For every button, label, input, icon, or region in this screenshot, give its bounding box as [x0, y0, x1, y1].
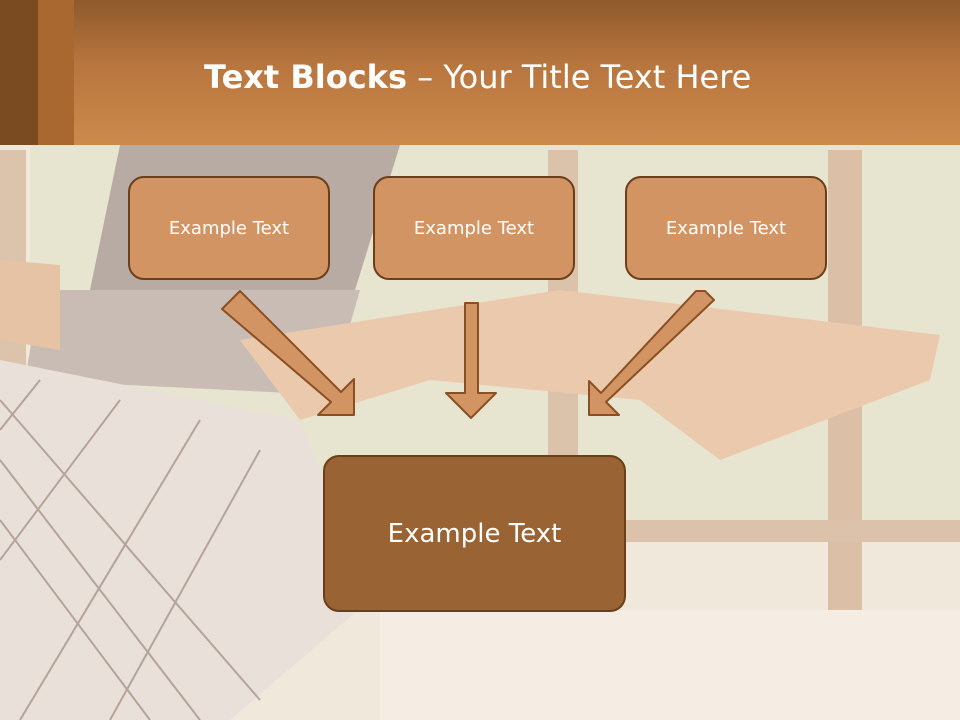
text-block-right[interactable]: Example Text: [625, 176, 827, 280]
slide-title-rest: – Your Title Text Here: [407, 58, 752, 96]
text-block-result[interactable]: Example Text: [323, 455, 626, 612]
text-block-left-label: Example Text: [168, 217, 290, 239]
text-block-center-label: Example Text: [413, 217, 535, 239]
header-stripe-light: [38, 0, 74, 145]
text-block-left[interactable]: Example Text: [128, 176, 330, 280]
header-bar: [0, 0, 960, 145]
text-block-center[interactable]: Example Text: [373, 176, 575, 280]
slide-title-bold: Text Blocks: [204, 58, 407, 96]
text-block-right-label: Example Text: [665, 217, 787, 239]
text-block-result-label: Example Text: [387, 518, 562, 549]
header-stripe-dark: [0, 0, 38, 145]
slide-title: Text Blocks – Your Title Text Here: [204, 55, 751, 99]
